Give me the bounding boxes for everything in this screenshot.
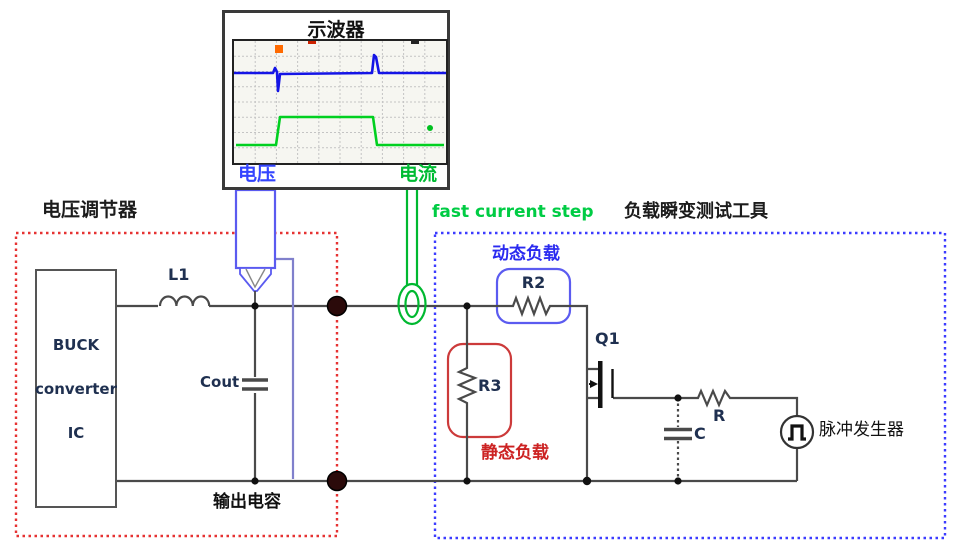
- capacitor-c-symbol: [664, 427, 692, 441]
- static-load-outline: [446, 342, 513, 439]
- current-probe-ring-outer: [397, 282, 427, 326]
- pulse-generator-symbol: [779, 414, 815, 450]
- current-probe-leads: [405, 190, 419, 286]
- pulse-wave-icon: [788, 424, 806, 441]
- pulse-generator-label: 脉冲发生器: [819, 420, 904, 440]
- junction-dot: [463, 477, 471, 485]
- load-tester-box: [433, 231, 947, 540]
- buck-ic-line2: converter: [35, 379, 117, 398]
- mosfet-q1-symbol: [589, 361, 614, 408]
- scope-screen-svg: [234, 41, 446, 163]
- capacitor-cout-symbol: [242, 378, 268, 391]
- probe-tip-inner: [245, 268, 266, 289]
- cout-label: Cout: [200, 373, 240, 391]
- q1-label: Q1: [595, 329, 620, 348]
- voltage-probe: [234, 188, 295, 479]
- dynamic-load-caption: 动态负载: [492, 244, 560, 264]
- scope-right-marker-green: [427, 125, 433, 131]
- inductor-symbol: [158, 295, 211, 307]
- voltage-trace: [234, 53, 446, 93]
- junction-dot: [674, 394, 682, 402]
- scope-top-marker-dark: [411, 41, 419, 44]
- load-tester-title: 负载瞬变测试工具: [624, 201, 768, 222]
- mosfet-body-arrow: [590, 380, 598, 388]
- oscilloscope-screen: [232, 39, 448, 165]
- static-load-caption: 静态负载: [481, 443, 549, 463]
- junction-dot: [251, 302, 259, 310]
- r3-label: R3: [478, 376, 502, 395]
- mosfet-channel-bar: [598, 361, 603, 408]
- current-probe: [397, 190, 427, 326]
- output-terminal-dot-top: [326, 295, 348, 317]
- r-label: R: [713, 406, 726, 425]
- oscilloscope-title: 示波器: [307, 19, 365, 41]
- fast-current-step-label: fast current step: [432, 202, 594, 222]
- buck-converter-ic: BUCK converter IC: [35, 269, 117, 508]
- scope-trigger-marker-icon: [275, 45, 283, 53]
- mosfet-ds-stubs: [587, 367, 598, 400]
- junction-dots: [251, 302, 682, 486]
- scope-voltage-label: 电压: [238, 163, 277, 185]
- resistor-r3-symbol: [456, 366, 478, 406]
- pulse-generator-circle: [779, 414, 815, 450]
- wires: [117, 294, 799, 483]
- junction-dot: [674, 477, 682, 485]
- scope-current-label: 电流: [398, 163, 437, 185]
- probe-body: [234, 188, 277, 270]
- probe-ground-lead: [275, 257, 295, 479]
- c-label: C: [694, 424, 706, 443]
- probe-tip: [239, 267, 272, 292]
- current-trace: [236, 115, 444, 147]
- current-probe-ring-inner: [404, 289, 420, 319]
- buck-ic-line3: IC: [67, 423, 85, 442]
- voltage-regulator-title: 电压调节器: [42, 199, 138, 221]
- r2-label: R2: [521, 273, 546, 292]
- l1-label: L1: [168, 265, 190, 284]
- output-cap-caption: 输出电容: [213, 492, 281, 512]
- output-terminal-dot-bottom: [326, 470, 348, 492]
- wire-r2-to-q1: [556, 304, 589, 481]
- junction-dot: [582, 476, 592, 486]
- junction-dot: [463, 302, 471, 310]
- dynamic-load-outline: [495, 267, 572, 325]
- oscilloscope: 示波器 电压 电流: [222, 10, 450, 190]
- buck-ic-line1: BUCK: [52, 335, 100, 354]
- wire-r-to-pulse: [737, 396, 799, 416]
- junction-dot: [251, 477, 259, 485]
- scope-top-marker-red: [308, 41, 316, 44]
- resistor-r-symbol: [695, 388, 737, 408]
- resistor-r2-symbol: [510, 294, 556, 318]
